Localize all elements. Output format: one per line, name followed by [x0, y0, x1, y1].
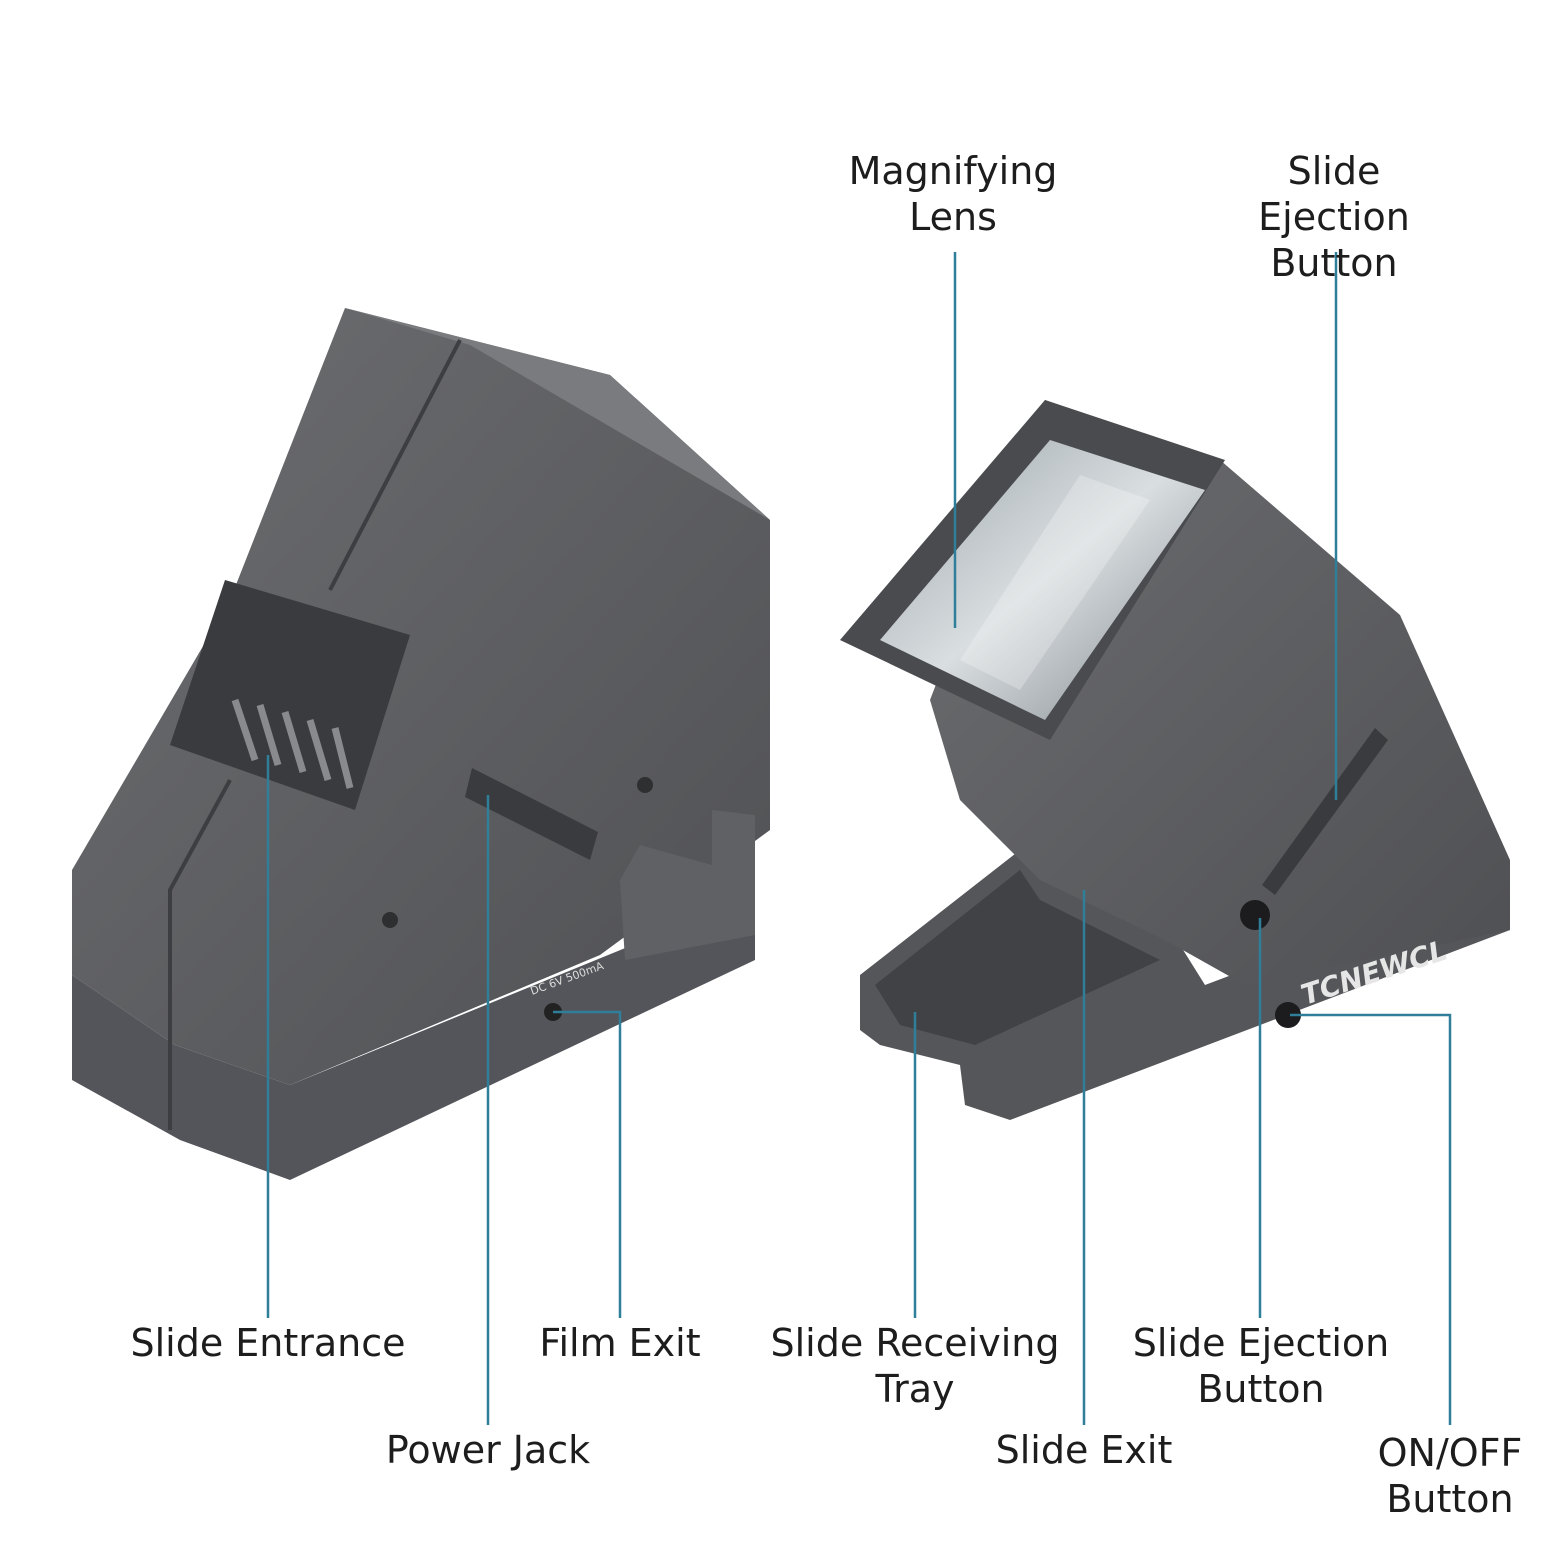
label-slide-ejection-button-bottom: Slide Ejection Button: [1132, 1321, 1390, 1411]
left-hole-1: [637, 777, 653, 793]
left-tray: [620, 810, 755, 960]
left-base: [72, 895, 755, 1180]
right-tray-inner: [875, 870, 1160, 1045]
lens-glare: [960, 475, 1150, 690]
slide-ejection-slot: [1262, 728, 1388, 895]
left-viewer: DC 6V 500mA: [72, 308, 770, 1180]
slide-entrance-window: [170, 580, 410, 810]
label-slide-receiving-tray: Slide Receiving Tray: [770, 1321, 1060, 1411]
label-film-exit: Film Exit: [539, 1321, 701, 1365]
right-viewer: TCNEWCL: [840, 400, 1510, 1120]
left-seam: [168, 339, 462, 1130]
slide-entrance-slots: [231, 698, 354, 789]
label-slide-exit: Slide Exit: [995, 1428, 1173, 1472]
label-magnifying-lens: Magnifying Lens: [848, 149, 1058, 239]
leader-film-exit: [553, 1010, 622, 1318]
label-power-jack: Power Jack: [385, 1428, 591, 1472]
leader-on-off: [1290, 1013, 1452, 1425]
label-slide-entrance: Slide Entrance: [130, 1321, 406, 1365]
slide-ejection-knob: [1240, 900, 1270, 930]
label-slide-ejection-button-top: Slide Ejection Button: [1258, 149, 1410, 285]
leader-lines: [266, 252, 1452, 1425]
left-hole-2: [382, 912, 398, 928]
film-exit-slot: [465, 768, 598, 860]
label-on-off-button: ON/OFF Button: [1377, 1431, 1523, 1521]
left-body: [72, 308, 770, 1085]
on-off-knob: [1275, 1002, 1301, 1028]
magnifying-lens: [880, 440, 1205, 720]
